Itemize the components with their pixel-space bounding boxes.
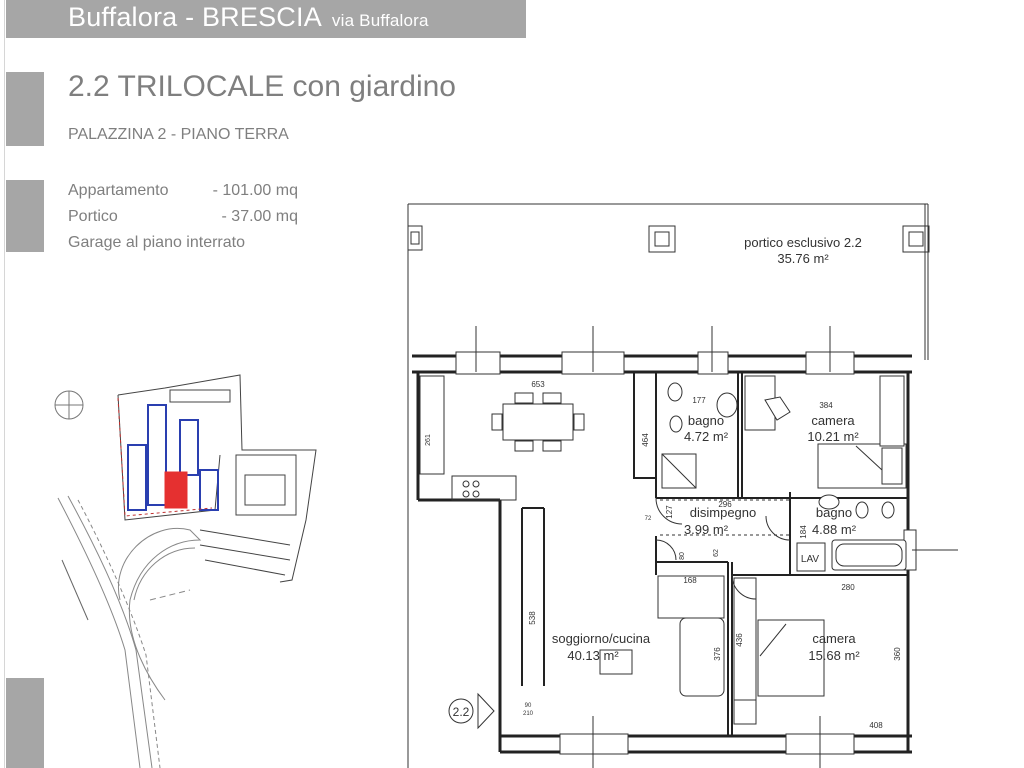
room-name-portico: portico esclusivo 2.2 — [744, 235, 862, 250]
area-row-apartment: Appartamento - 101.00 mq — [68, 182, 298, 200]
unit-title: 2.2 TRILOCALE con giardino — [68, 70, 456, 103]
dimension-label: 80 — [679, 552, 686, 560]
dimension-label: 384 — [819, 401, 833, 410]
axis-lines — [475, 326, 958, 768]
area-label: Appartamento — [68, 182, 169, 199]
lav-label: LAV — [801, 554, 819, 565]
left-margin-rule — [4, 0, 5, 768]
dimension-label: 376 — [713, 647, 722, 661]
area-value: - 37.00 mq — [221, 208, 298, 225]
dashed-guides — [660, 499, 790, 536]
dimension-label: 261 — [425, 434, 432, 446]
north-arrow-icon — [54, 390, 84, 420]
area-value: - 101.00 mq — [212, 182, 298, 199]
dining-table-icon — [491, 392, 585, 452]
bedroom2-furniture — [733, 577, 825, 725]
dimension-label: 360 — [893, 647, 902, 661]
dimension-label: 538 — [528, 611, 537, 625]
bathroom1-fixtures — [661, 382, 738, 489]
dimension-label: 90 — [525, 703, 532, 709]
side-block-middle — [6, 180, 44, 252]
dimension-label: 177 — [692, 396, 706, 405]
room-name-disimpegno: disimpegno — [690, 505, 757, 520]
dimension-label: 464 — [641, 433, 650, 447]
unit-tag-label: 2.2 — [453, 705, 470, 719]
project-street: via Buffalora — [331, 11, 429, 30]
site-boundary — [117, 397, 213, 517]
dimension-label: 408 — [869, 721, 883, 730]
room-name-camera-2: camera — [812, 631, 856, 646]
dimension-label: 184 — [799, 525, 808, 539]
portico-columns — [407, 225, 930, 253]
header-band: Buffalora - BRESCIA via Buffalora — [6, 0, 526, 38]
room-area-soggiorno: 40.13 m² — [567, 648, 619, 663]
windows — [455, 351, 917, 755]
room-area-disimpegno: 3.99 m² — [684, 522, 729, 537]
dimension-label: 210 — [523, 711, 534, 717]
header-title: Buffalora - BRESCIA via Buffalora — [68, 2, 429, 33]
room-area-camera-2: 15.68 m² — [808, 648, 860, 663]
dimension-label: 296 — [718, 500, 732, 509]
room-name-soggiorno: soggiorno/cucina — [552, 631, 651, 646]
dimension-label: 62 — [713, 549, 720, 557]
dimension-label: 168 — [683, 576, 697, 585]
room-name-camera-1: camera — [811, 413, 855, 428]
room-area-camera-1: 10.21 m² — [807, 429, 859, 444]
side-block-top — [6, 72, 44, 146]
dimension-label: 127 — [665, 505, 674, 519]
dimension-label: 436 — [735, 633, 744, 647]
room-name-bagno-2: bagno — [816, 505, 852, 520]
bedroom1-furniture — [744, 375, 907, 489]
room-area-portico: 35.76 m² — [777, 251, 829, 266]
project-name: Buffalora - BRESCIA — [68, 2, 322, 32]
dimension-label: 280 — [841, 583, 855, 592]
room-name-bagno-1: bagno — [688, 413, 724, 428]
unit-location: PALAZZINA 2 - PIANO TERRA — [68, 126, 289, 143]
area-label: Portico — [68, 208, 118, 225]
dimension-label: 653 — [531, 380, 545, 389]
area-label: Garage al piano interrato — [68, 234, 245, 251]
bathroom2-fixtures — [796, 494, 907, 572]
dimension-label: 72 — [645, 516, 652, 522]
door-swings — [655, 497, 791, 600]
kitchen-counter-icon — [419, 375, 517, 501]
site-road — [57, 495, 202, 768]
portico-outline — [407, 203, 929, 768]
sofa-icon — [599, 575, 725, 697]
room-area-bagno-2: 4.88 m² — [812, 522, 857, 537]
room-area-bagno-1: 4.72 m² — [684, 429, 729, 444]
side-block-bottom — [6, 678, 44, 768]
area-row-garage: Garage al piano interrato — [68, 234, 245, 252]
site-buildings — [117, 374, 317, 583]
unit-tag — [448, 692, 495, 730]
area-row-portico: Portico - 37.00 mq — [68, 208, 298, 226]
interior-walls — [521, 371, 908, 736]
exterior-walls — [412, 354, 912, 754]
